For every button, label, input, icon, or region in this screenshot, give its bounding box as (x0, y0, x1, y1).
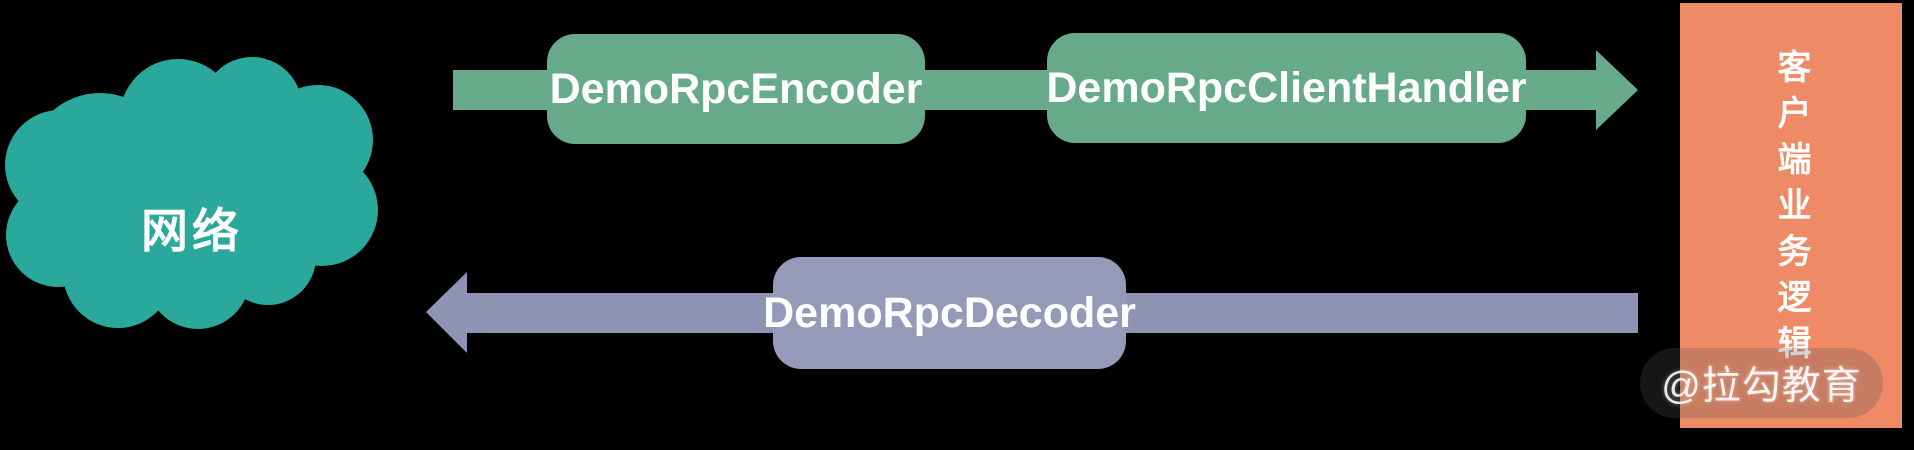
client-handler-box: DemoRpcClientHandler (1046, 33, 1527, 143)
decoder-box: DemoRpcDecoder (763, 257, 1136, 369)
watermark-badge: @拉勾教育 (1640, 348, 1883, 418)
client-logic-label: 客户端业务逻辑 (1772, 49, 1810, 371)
decoder-label: DemoRpcDecoder (763, 288, 1136, 337)
cloud-circles (5, 57, 378, 329)
network-cloud: 网络 (0, 45, 385, 335)
client-logic-panel: 客户端业务逻辑 (1680, 3, 1902, 428)
watermark-label: @拉勾教育 (1661, 365, 1862, 408)
encoder-label: DemoRpcEncoder (549, 64, 923, 113)
cloud-label: 网络 (141, 204, 243, 258)
encoder-box: DemoRpcEncoder (547, 34, 925, 144)
response-arrow-head-icon (426, 272, 467, 353)
client-handler-label: DemoRpcClientHandler (1046, 63, 1527, 112)
request-arrow-head-icon (1596, 50, 1638, 130)
cloud-shape (5, 57, 378, 329)
